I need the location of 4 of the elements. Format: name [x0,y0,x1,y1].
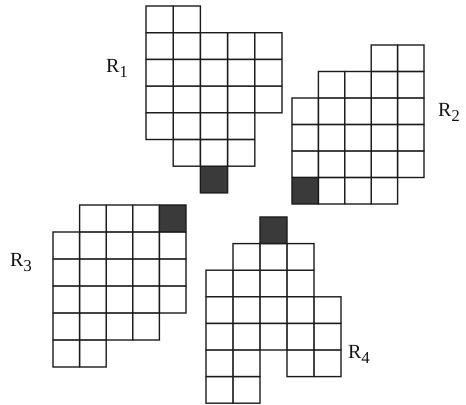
region-label: R$_{1}$ [106,56,128,81]
region-label: R$_{4}$ [348,342,370,367]
region-label: R$_{3}$ [10,250,32,275]
region-label: R$_{2}$ [438,100,460,125]
